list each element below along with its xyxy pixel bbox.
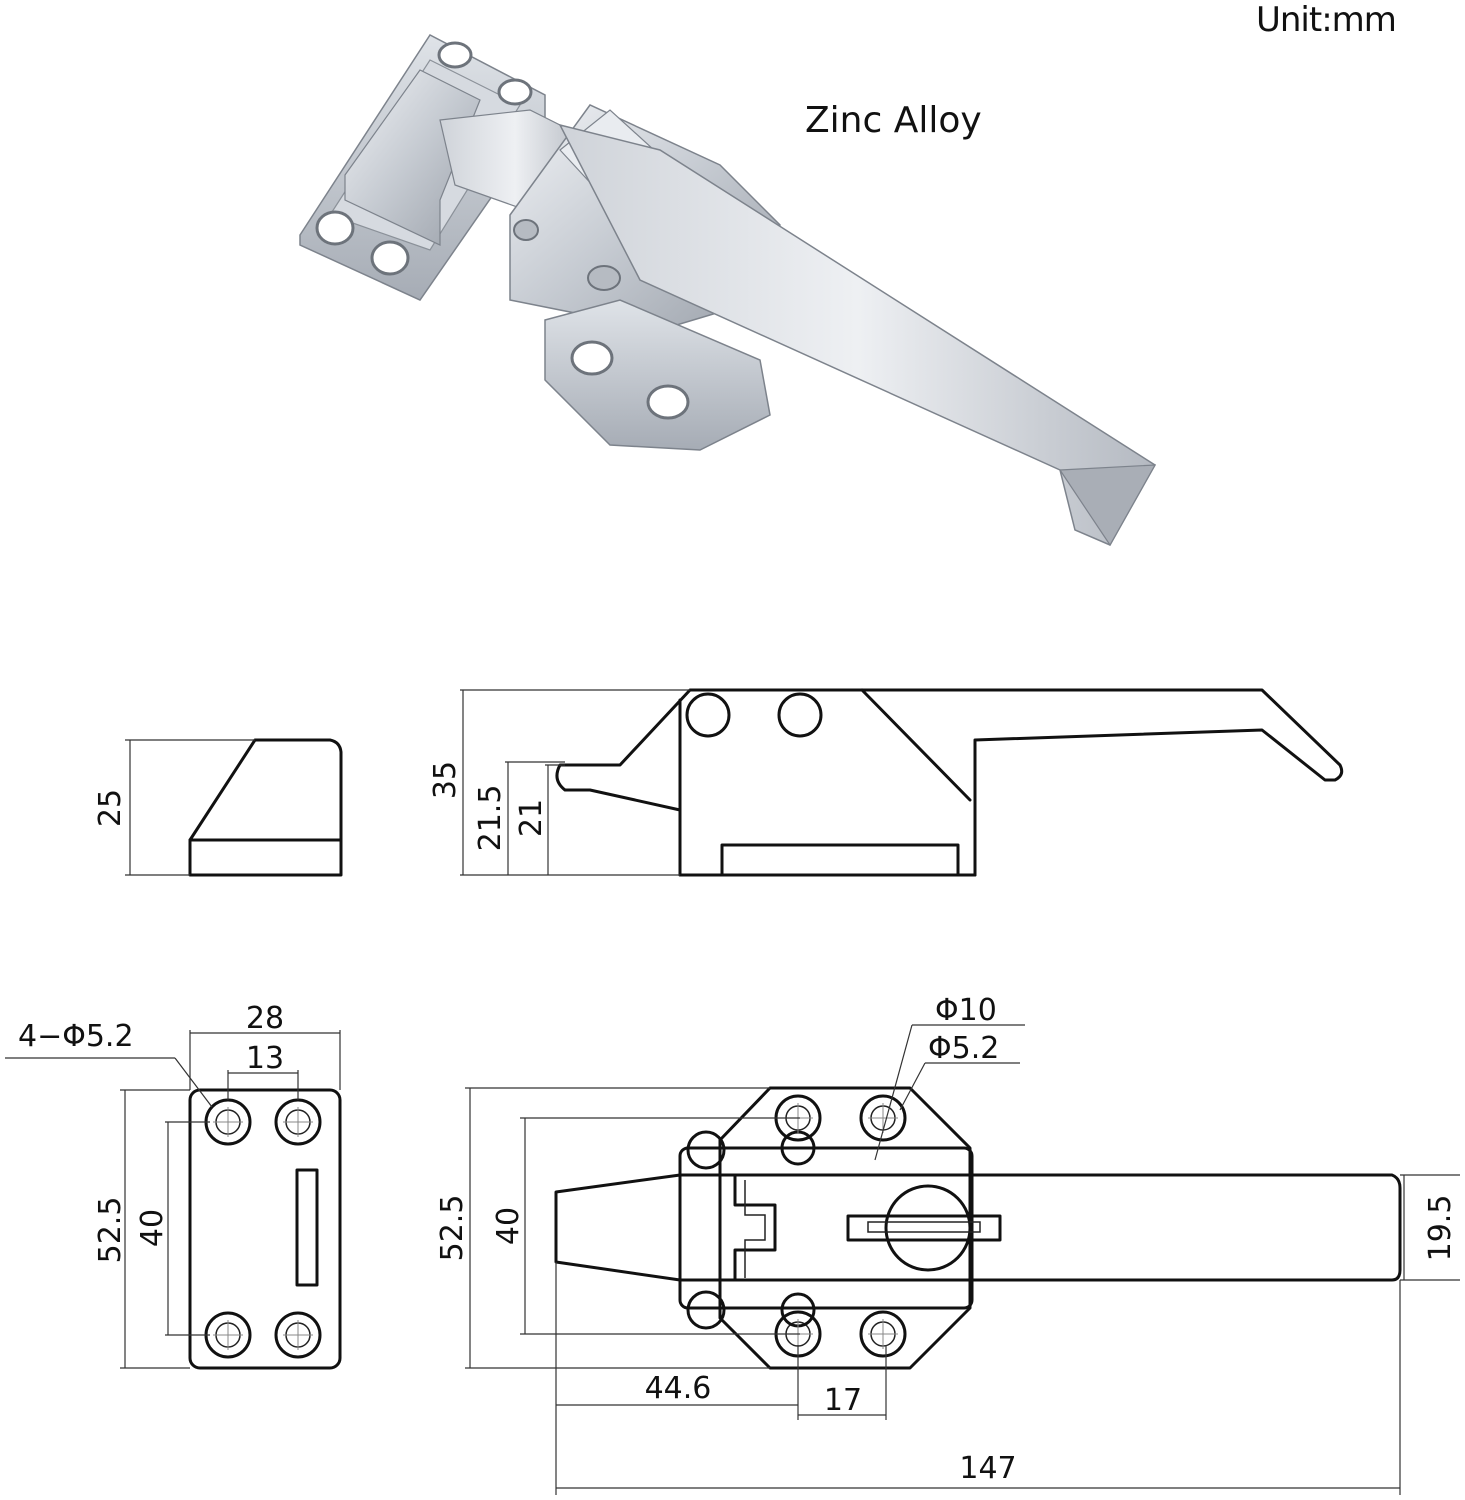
dim-strike-hole-pitch-x: 13	[246, 1041, 284, 1076]
dim-latch-hole-pitch-x: 17	[824, 1383, 862, 1418]
product-photo-latch	[299, 34, 1157, 547]
dim-strike-hole-pitch-y: 40	[135, 1209, 170, 1247]
latch-top-view: Φ10 Φ5.2 52.5 40 19.5 44.6 17 147	[435, 993, 1460, 1495]
dim-latch-height: 52.5	[435, 1195, 470, 1262]
dim-latch-hook-outer: 21.5	[473, 785, 508, 852]
dim-latch-pivot-dia: Φ10	[935, 993, 997, 1028]
dim-latch-length: 147	[959, 1451, 1016, 1486]
dim-strike-hole-spec: 4−Φ5.2	[18, 1019, 134, 1054]
strike-holes	[204, 1098, 322, 1359]
latch-side-view: 35 21.5 21	[428, 688, 1344, 877]
dim-latch-hole-dia: Φ5.2	[928, 1031, 999, 1066]
dim-latch-side-height: 35	[428, 761, 463, 799]
dim-strike-side-height: 25	[93, 789, 128, 827]
unit-label: Unit:mm	[1256, 0, 1397, 40]
dim-latch-hole-pitch-y: 40	[491, 1207, 526, 1245]
dim-latch-offset: 44.6	[645, 1371, 712, 1406]
material-label: Zinc Alloy	[805, 100, 982, 141]
dim-strike-width: 28	[246, 1001, 284, 1036]
strike-side-view: 25	[93, 738, 343, 877]
dim-strike-height: 52.5	[93, 1197, 128, 1264]
strike-top-view: 4−Φ5.2 28 13 52.5 40	[5, 1001, 342, 1370]
dim-latch-handle-width: 19.5	[1423, 1195, 1458, 1262]
dim-latch-hook-inner: 21	[514, 799, 549, 837]
